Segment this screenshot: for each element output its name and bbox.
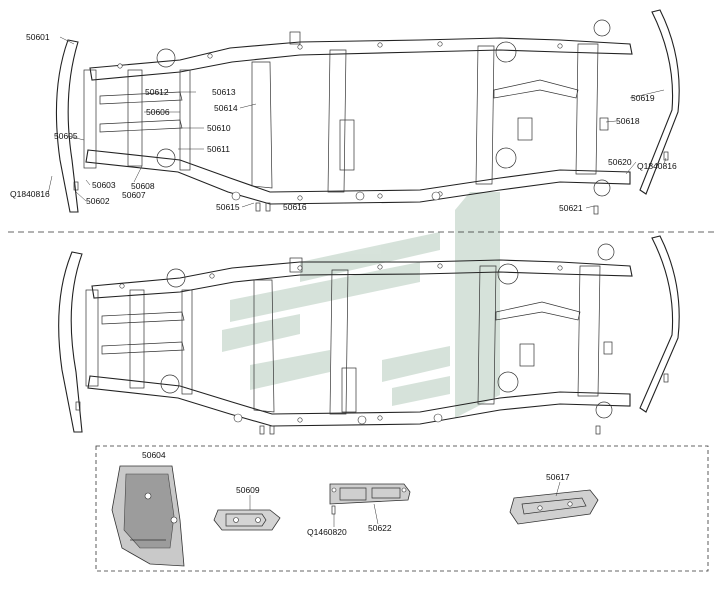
callout-50605: 50605 — [54, 131, 78, 141]
callout-50609: 50609 — [236, 485, 260, 495]
watermark-logo — [222, 192, 500, 418]
callout-50619: 50619 — [631, 93, 655, 103]
callout-50608: 50608 — [131, 181, 155, 191]
callout-50622: 50622 — [368, 523, 392, 533]
detail-parts-box — [95, 445, 709, 572]
callout-50611: 50611 — [207, 144, 230, 154]
callout-50607: 50607 — [122, 190, 146, 200]
callout-50610: 50610 — [207, 123, 231, 133]
callout-50614: 50614 — [214, 103, 238, 113]
callout-50612: 50612 — [145, 87, 169, 97]
callout-q1840816-right: Q1840816 — [637, 161, 677, 171]
callout-q1840816-left: Q1840816 — [10, 189, 50, 199]
callout-50618: 50618 — [616, 116, 640, 126]
bolt-q1460820 — [331, 505, 336, 515]
callout-50601: 50601 — [26, 32, 50, 42]
callout-50603: 50603 — [92, 180, 116, 190]
callout-50616: 50616 — [283, 202, 307, 212]
part-50617-bracket — [509, 489, 599, 525]
callout-50621: 50621 — [559, 203, 583, 213]
part-50609-bracket — [213, 509, 281, 531]
callout-50615: 50615 — [216, 202, 240, 212]
callout-50602: 50602 — [86, 196, 110, 206]
callout-50606: 50606 — [146, 107, 170, 117]
part-50604-skid-plate — [111, 465, 185, 567]
bottom-frame-assembly — [58, 235, 680, 435]
top-callout-leaders — [47, 36, 667, 209]
callout-50617: 50617 — [546, 472, 570, 482]
callout-50620: 50620 — [608, 157, 632, 167]
callout-50613: 50613 — [212, 87, 236, 97]
part-50622-plate — [329, 483, 411, 505]
callout-50604: 50604 — [142, 450, 166, 460]
callout-q1460820: Q1460820 — [307, 527, 347, 537]
top-frame-assembly — [55, 9, 680, 215]
